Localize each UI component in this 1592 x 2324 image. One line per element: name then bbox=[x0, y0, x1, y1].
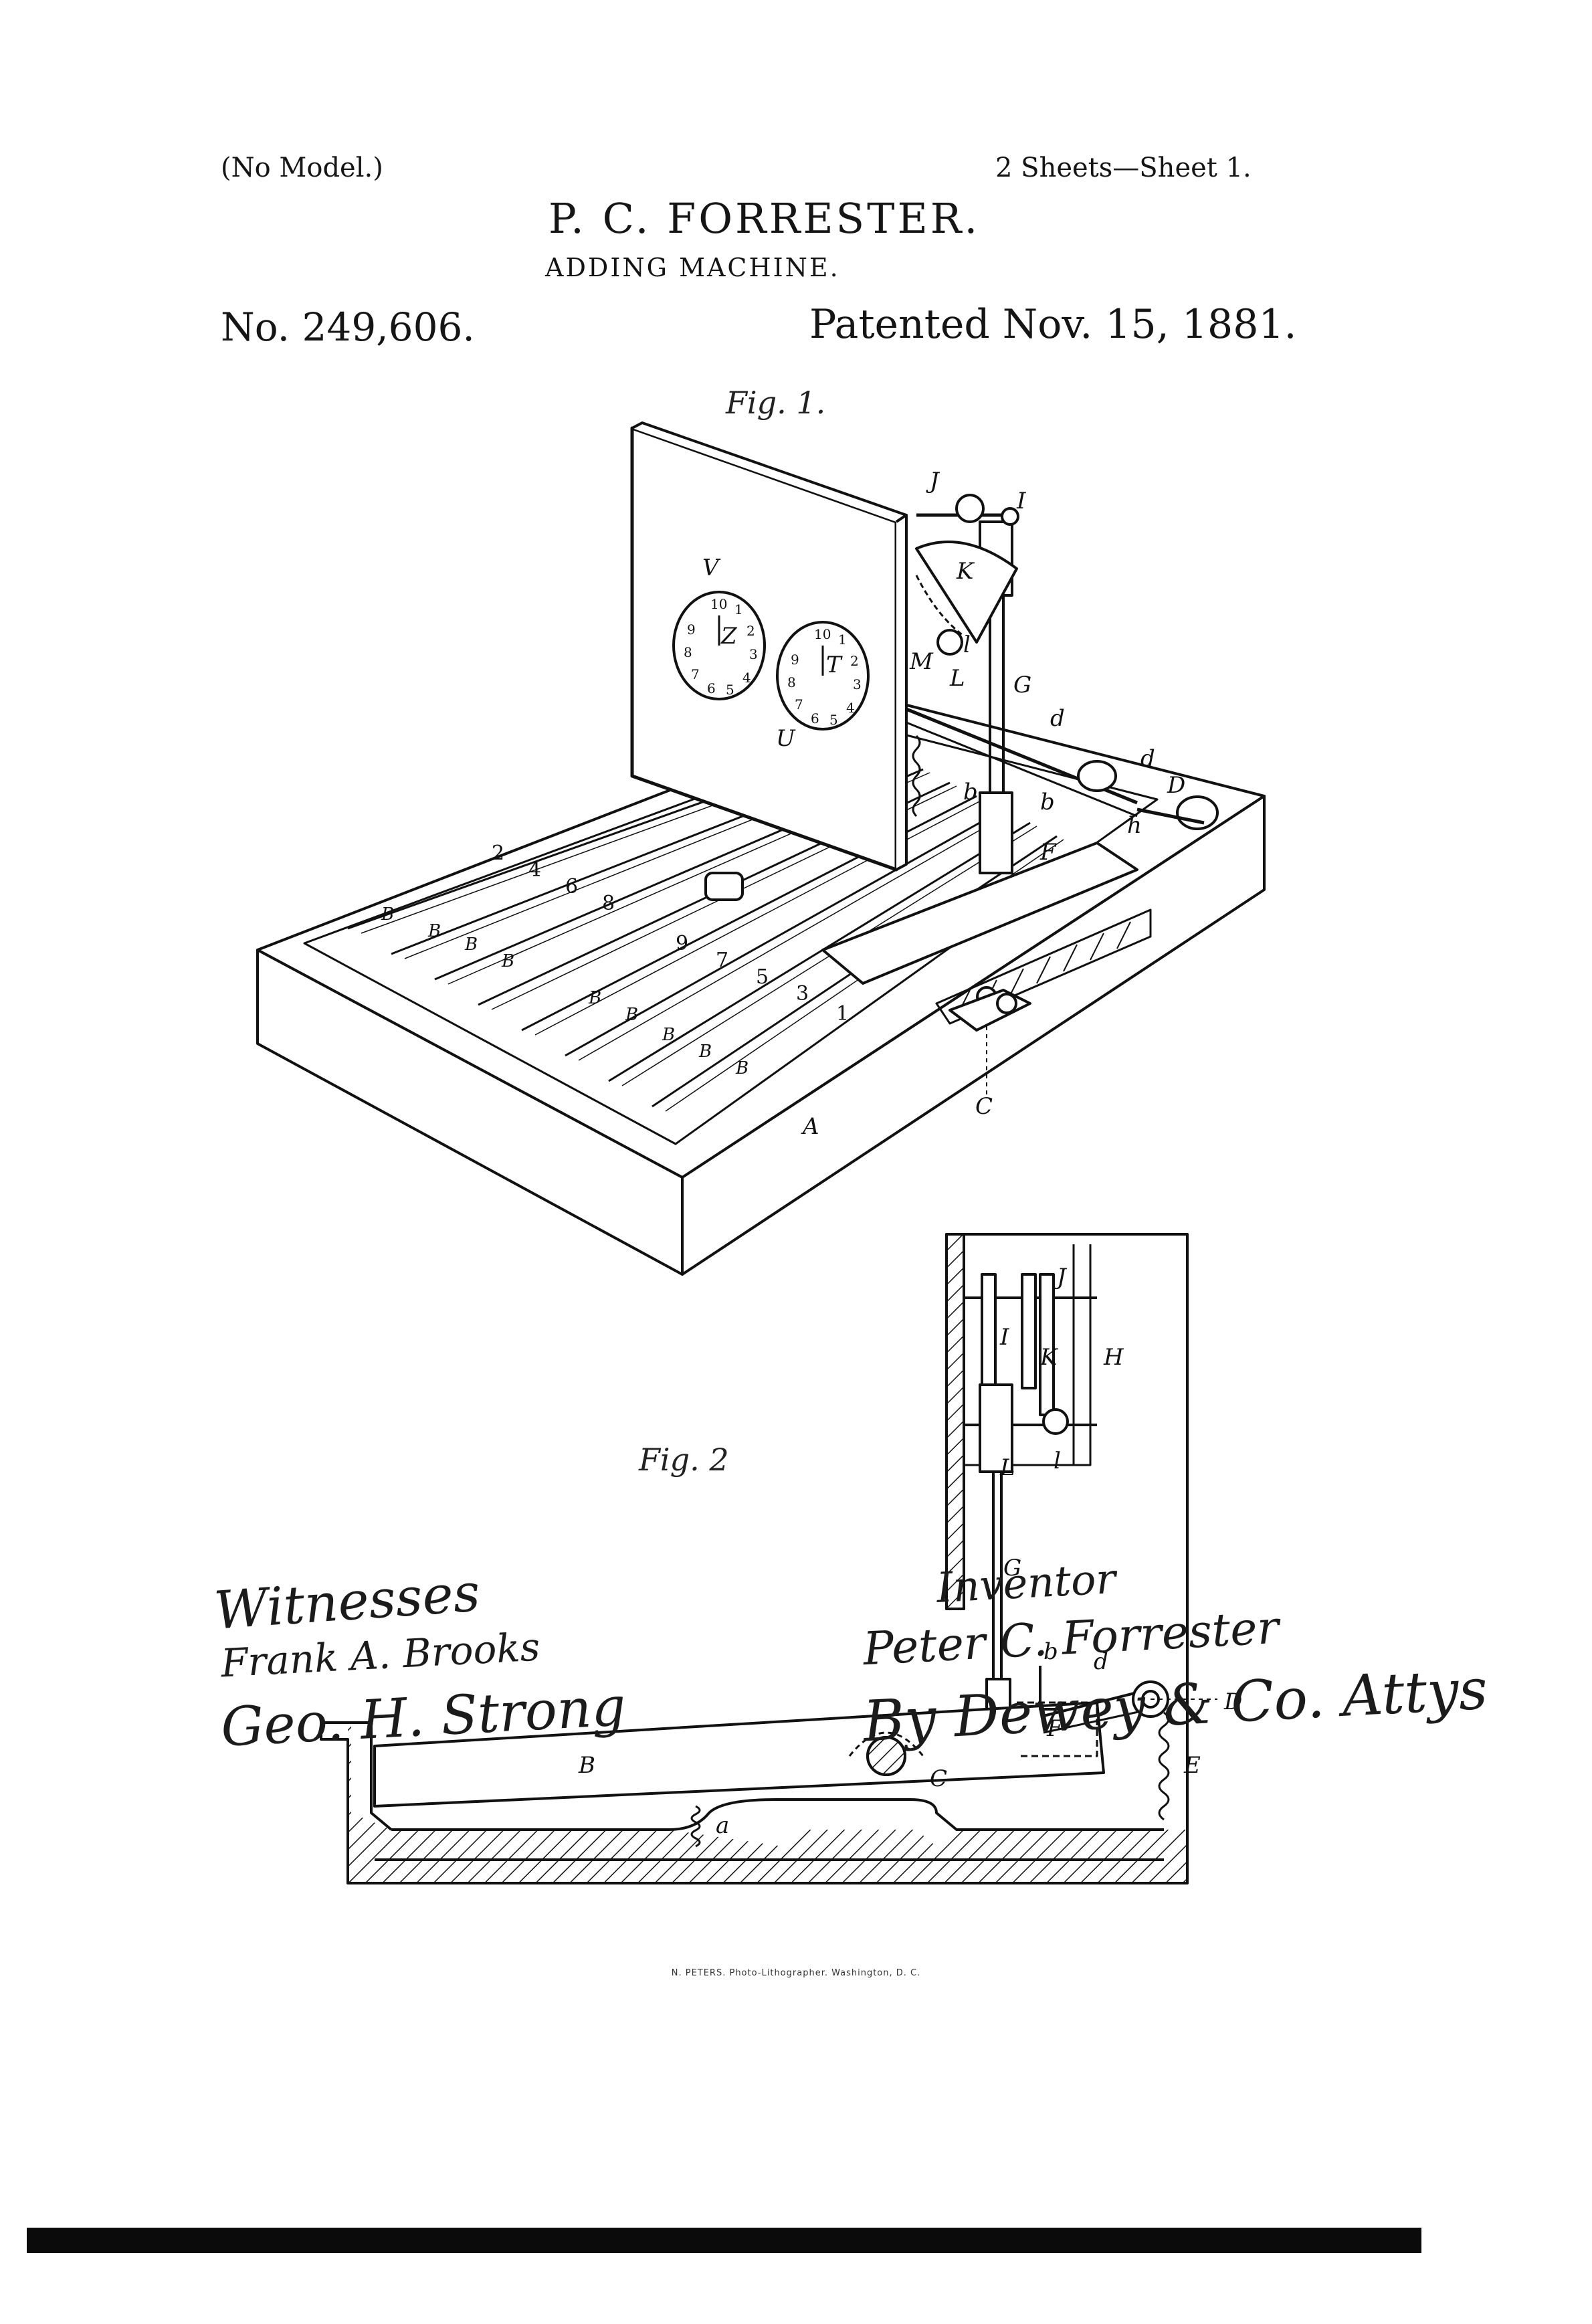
right-dial-num-7: 7 bbox=[795, 696, 803, 712]
fig1-label-d: d bbox=[1050, 705, 1065, 732]
right-dial-num-4: 4 bbox=[846, 700, 855, 716]
fig2-label-B: B bbox=[578, 1752, 595, 1779]
fig2-label-H: H bbox=[1103, 1344, 1124, 1371]
fig1-key-B-8: B bbox=[698, 1042, 712, 1062]
key-number-9: 1 bbox=[836, 1002, 849, 1026]
left-dial-num-3: 3 bbox=[749, 646, 758, 662]
key-number-4: 8 bbox=[602, 892, 615, 915]
fig1-label-F: F bbox=[1039, 839, 1057, 866]
fig1-label-b2: b bbox=[1040, 789, 1055, 815]
fig1-label-I: I bbox=[1016, 488, 1026, 514]
key-number-1: 2 bbox=[492, 842, 504, 865]
fig2-label-b: b bbox=[1043, 1638, 1058, 1665]
fig1-label-J: J bbox=[926, 468, 940, 494]
fig1-label-T: T bbox=[826, 652, 843, 678]
left-dial-num-8: 8 bbox=[684, 644, 692, 660]
fig1-label-l: l bbox=[963, 632, 971, 658]
left-dial-num-5: 5 bbox=[726, 682, 734, 698]
left-dial-num-7: 7 bbox=[691, 666, 700, 682]
fig1-label-M: M bbox=[909, 648, 934, 675]
fig1-label-A: A bbox=[801, 1113, 819, 1140]
fig1-key-B-7: B bbox=[662, 1025, 675, 1045]
fig1-label-d2: d bbox=[1140, 745, 1155, 772]
key-number-2: 4 bbox=[528, 858, 541, 882]
fig1-label-h: h bbox=[1127, 812, 1142, 839]
fig1-key-B-1: B bbox=[381, 904, 394, 925]
fig2-label-I: I bbox=[999, 1324, 1009, 1351]
left-dial-num-2: 2 bbox=[747, 623, 755, 639]
inventor-label: Inventor bbox=[935, 1554, 1117, 1612]
fig2-label-D: D bbox=[1223, 1688, 1242, 1715]
fig1-label-V: V bbox=[702, 555, 721, 581]
fig1-key-B-2: B bbox=[427, 921, 441, 941]
fig1-label-D: D bbox=[1167, 772, 1185, 799]
left-dial-num-1: 1 bbox=[734, 601, 743, 617]
fig1-label-U: U bbox=[776, 725, 796, 752]
lithographer-credit: N. PETERS. Photo-Lithographer. Washingto… bbox=[671, 1968, 921, 1978]
fig1-key-B-3: B bbox=[464, 935, 478, 955]
fig1-label-K: K bbox=[956, 558, 975, 585]
invention-title: ADDING MACHINE. bbox=[545, 253, 840, 282]
fig1-label-Z: Z bbox=[720, 623, 738, 650]
fig1-key-B-6: B bbox=[625, 1005, 638, 1025]
fig2-label-l: l bbox=[1054, 1448, 1061, 1474]
fig1-label-b: b bbox=[963, 779, 978, 805]
base-side-face bbox=[681, 795, 1266, 1276]
right-dial bbox=[776, 621, 870, 731]
fig2-label-K: K bbox=[1039, 1344, 1059, 1371]
fig2-label-L: L bbox=[999, 1454, 1015, 1481]
right-dial-num-3: 3 bbox=[853, 676, 862, 692]
fig2-label-E: E bbox=[1183, 1752, 1201, 1779]
right-dial-num-1: 1 bbox=[838, 632, 847, 648]
fig2-label-F: F bbox=[1046, 1715, 1064, 1742]
patent-date: Patented Nov. 15, 1881. bbox=[809, 301, 1297, 348]
model-note: (No Model.) bbox=[221, 153, 383, 183]
fig1-key-B-9: B bbox=[735, 1058, 749, 1078]
fig1-key-B-5: B bbox=[588, 988, 601, 1008]
fig1-label-G: G bbox=[1013, 672, 1031, 698]
patent-number: No. 249,606. bbox=[221, 304, 475, 350]
fig2-label-J: J bbox=[1053, 1264, 1068, 1290]
left-dial-num-6: 6 bbox=[707, 680, 716, 696]
key-number-7: 5 bbox=[756, 965, 769, 989]
right-dial-num-6: 6 bbox=[811, 710, 819, 727]
fig1-label-L: L bbox=[949, 665, 965, 692]
key-number-5: 9 bbox=[676, 932, 688, 955]
right-dial-num-0: 10 bbox=[814, 626, 831, 642]
fig1-key-B-4: B bbox=[501, 951, 514, 971]
key-number-8: 3 bbox=[796, 982, 809, 1005]
fig1-label-C: C bbox=[975, 1093, 993, 1120]
left-dial-num-0: 10 bbox=[710, 596, 727, 612]
right-dial-num-5: 5 bbox=[829, 712, 838, 728]
fig2-label-C: C bbox=[930, 1765, 947, 1792]
figure-2-label: Fig. 2 bbox=[639, 1442, 729, 1478]
scan-edge-bar bbox=[27, 2228, 1421, 2253]
figure-1-label: Fig. 1. bbox=[726, 385, 826, 421]
left-dial bbox=[672, 591, 766, 700]
fig2-label-G: G bbox=[1003, 1555, 1021, 1581]
right-dial-num-8: 8 bbox=[787, 674, 796, 690]
fig2-label-a: a bbox=[716, 1812, 729, 1839]
inventor-name: P. C. FORRESTER. bbox=[549, 194, 981, 243]
left-dial-num-9: 9 bbox=[687, 621, 696, 638]
sheet-info: 2 Sheets—Sheet 1. bbox=[995, 153, 1252, 183]
fig2-label-d: d bbox=[1094, 1648, 1108, 1675]
key-number-3: 6 bbox=[565, 875, 578, 898]
left-dial-num-4: 4 bbox=[742, 670, 751, 686]
right-dial-num-2: 2 bbox=[850, 653, 859, 669]
right-dial-num-9: 9 bbox=[791, 652, 799, 668]
key-number-6: 7 bbox=[716, 949, 728, 972]
